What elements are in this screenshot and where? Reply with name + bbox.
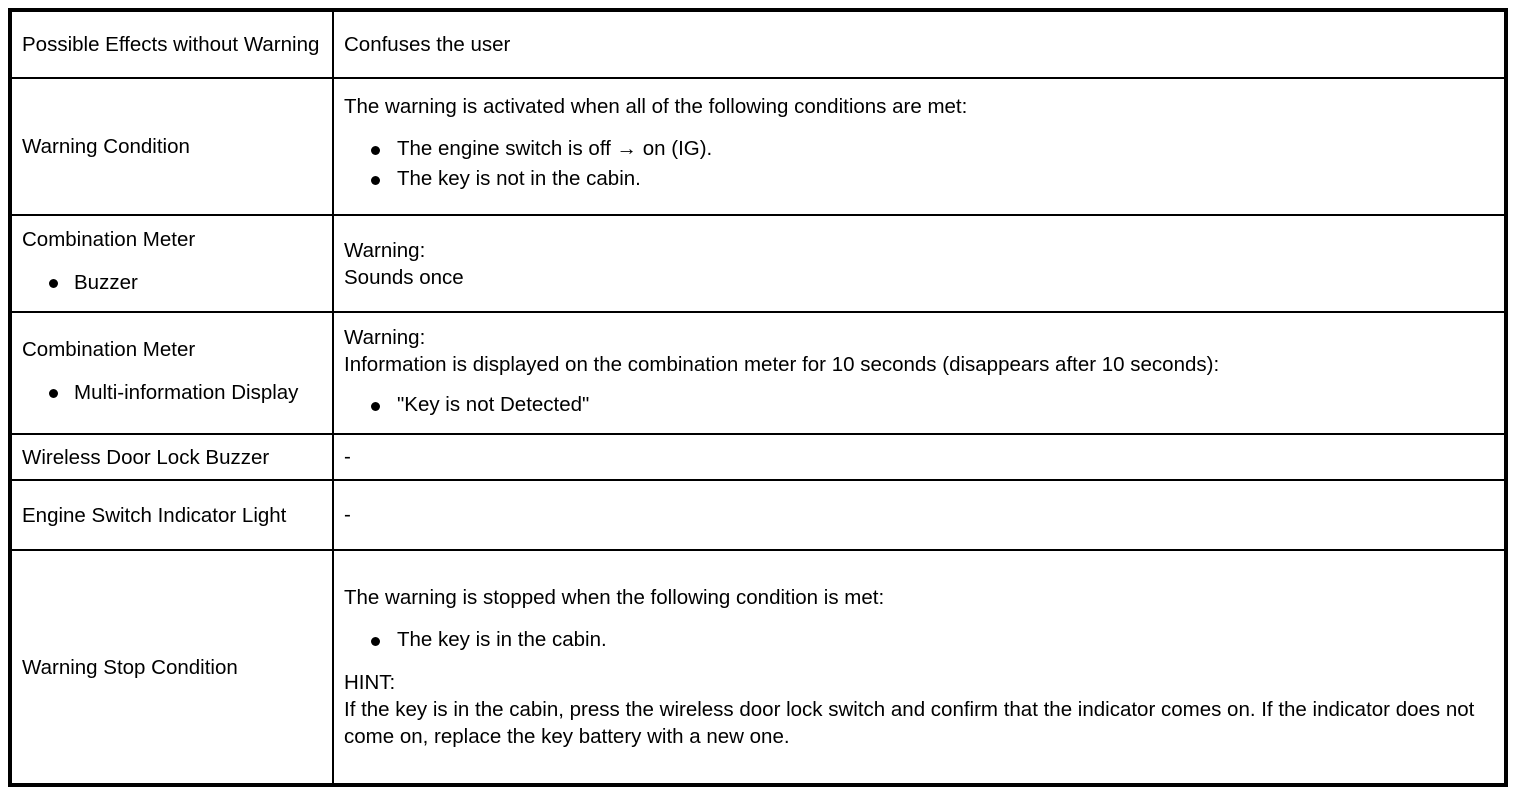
row-label: Warning Stop Condition: [22, 655, 238, 679]
bullet-list: "Key is not Detected": [344, 390, 1496, 420]
row-value-cell-warning-condition: The warning is activated when all of the…: [332, 77, 1507, 216]
bullet-list: Multi-information Display: [22, 379, 324, 407]
value-dash: -: [344, 445, 351, 468]
bullet-list: The key is in the cabin.: [344, 625, 1496, 655]
row-label: Engine Switch Indicator Light: [22, 503, 287, 527]
row-label-cell-combination-meter-buzzer: Combination Meter Buzzer: [9, 214, 334, 313]
table-row: Warning Condition The warning is activat…: [9, 77, 1507, 216]
row-label-cell-wireless-door-lock-buzzer: Wireless Door Lock Buzzer: [9, 433, 334, 481]
bullet-list: The engine switch is off → on (IG). The …: [344, 134, 1496, 194]
value-line: Warning:: [344, 238, 426, 262]
table-row: Wireless Door Lock Buzzer -: [9, 433, 1507, 481]
row-label-cell-possible-effects: Possible Effects without Warning: [9, 9, 334, 79]
table-row: Combination Meter Buzzer Warning: Sounds…: [9, 214, 1507, 313]
value-line: Warning:: [344, 326, 426, 349]
list-item: Multi-information Display: [22, 379, 324, 407]
row-value-cell-combination-meter-buzzer: Warning: Sounds once: [332, 214, 1507, 313]
value-line: The warning is activated when all of the…: [344, 95, 968, 118]
row-label: Combination Meter: [22, 228, 196, 251]
table-row: Combination Meter Multi-information Disp…: [9, 311, 1507, 435]
row-value-cell-wireless-door-lock-buzzer: -: [332, 433, 1507, 481]
row-label: Combination Meter: [22, 337, 196, 361]
row-label-cell-combination-meter-mid: Combination Meter Multi-information Disp…: [9, 311, 334, 435]
table-row: Possible Effects without Warning Confuse…: [9, 9, 1507, 79]
row-value-cell-engine-switch-indicator-light: -: [332, 479, 1507, 551]
table-row: Engine Switch Indicator Light -: [9, 479, 1507, 551]
bullet-list: Buzzer: [22, 269, 324, 297]
row-label: Warning Condition: [22, 135, 190, 158]
value-line: The warning is stopped when the followin…: [344, 586, 885, 609]
value-line: Confuses the user: [344, 33, 511, 56]
value-line: Information is displayed on the combinat…: [344, 353, 1220, 376]
table-row: Warning Stop Condition The warning is st…: [9, 549, 1507, 786]
row-label: Wireless Door Lock Buzzer: [22, 445, 270, 469]
row-value-cell-warning-stop-condition: The warning is stopped when the followin…: [332, 549, 1507, 786]
list-item: "Key is not Detected": [344, 390, 1496, 420]
row-value-cell-possible-effects: Confuses the user: [332, 9, 1507, 79]
warning-specification-table: Possible Effects without Warning Confuse…: [8, 8, 1508, 787]
row-value-cell-combination-meter-mid: Warning: Information is displayed on the…: [332, 311, 1507, 435]
list-item: Buzzer: [22, 269, 324, 297]
row-label: Possible Effects without Warning: [22, 33, 320, 56]
value-line: Sounds once: [344, 265, 464, 289]
row-label-cell-engine-switch-indicator-light: Engine Switch Indicator Light: [9, 479, 334, 551]
value-dash: -: [344, 503, 351, 526]
row-label-cell-warning-condition: Warning Condition: [9, 77, 334, 216]
list-item: The key is not in the cabin.: [344, 164, 1496, 194]
hint-body: If the key is in the cabin, press the wi…: [344, 698, 1475, 748]
row-label-cell-warning-stop-condition: Warning Stop Condition: [9, 549, 334, 786]
hint-heading: HINT:: [344, 671, 396, 694]
list-item: The key is in the cabin.: [344, 625, 1496, 655]
list-item: The engine switch is off → on (IG).: [344, 134, 1496, 164]
